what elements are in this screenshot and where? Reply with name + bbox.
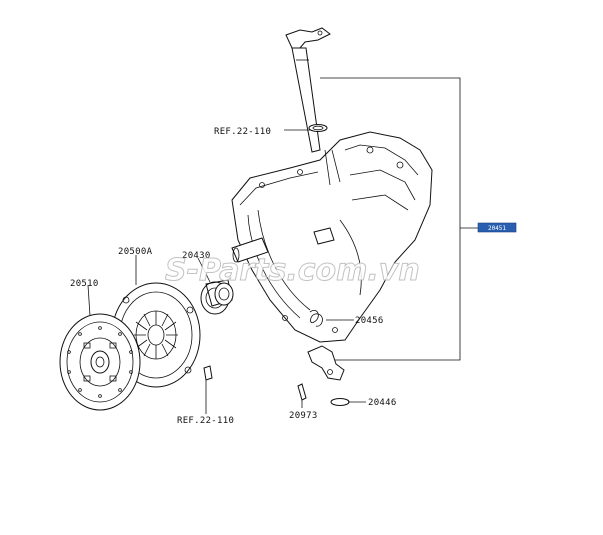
- release-fork: [307, 345, 345, 381]
- watermark: S-Parts.com.vn: [165, 253, 420, 288]
- label-20500A: 20500A: [118, 247, 153, 257]
- assembly-bracket: [320, 77, 478, 361]
- label-20446: 20446: [368, 398, 397, 408]
- label-20430: 20430: [182, 251, 211, 261]
- spring-20456: [309, 310, 323, 327]
- label-20973: 20973: [289, 411, 318, 421]
- leader-lines: [87, 129, 366, 414]
- seal-ring: [308, 124, 328, 132]
- dowel-bolt: [203, 365, 213, 381]
- release-bearing: [200, 279, 234, 315]
- part-badge[interactable]: 20451: [477, 222, 517, 233]
- label-20456: 20456: [355, 316, 384, 326]
- clip-20446: [330, 398, 350, 406]
- badge-label: 20451: [488, 225, 506, 232]
- label-ref-bottom: REF.22-110: [177, 416, 234, 426]
- label-20510: 20510: [70, 279, 99, 289]
- transmission-case: [231, 131, 433, 343]
- label-ref-top: REF.22-110: [214, 127, 271, 137]
- pin-20973: [297, 383, 307, 401]
- shift-rod: [285, 27, 331, 153]
- clutch-disc: [59, 313, 141, 411]
